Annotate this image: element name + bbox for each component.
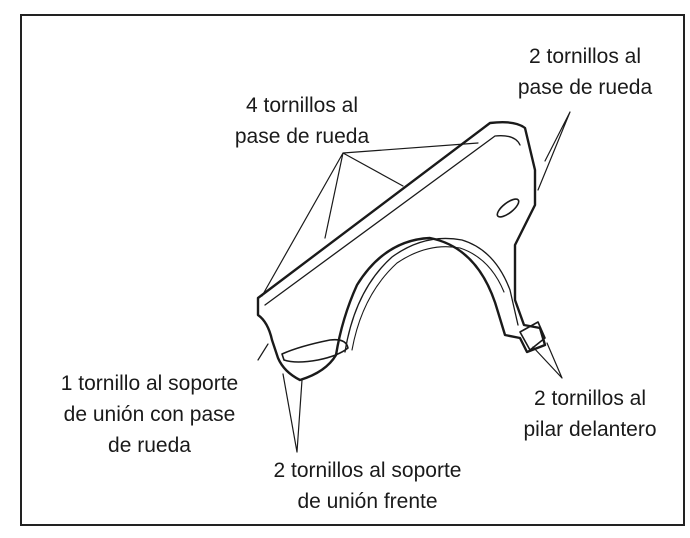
label-bottom-center: 2 tornillos al soporte de unión frente [250, 455, 485, 517]
label-top-right-line1: 2 tornillos al [528, 45, 642, 68]
label-top-right-line2: pase de rueda [517, 76, 653, 99]
leader-bottom-right [532, 342, 563, 379]
wheel-arch-inner-2 [351, 246, 505, 351]
rear-tab [519, 321, 546, 351]
label-bottom-right: 2 tornillos al pilar delantero [510, 383, 670, 445]
label-bottom-right-line2: pilar delantero [523, 418, 657, 441]
front-bracket [281, 338, 349, 363]
leader-top-right [537, 111, 571, 191]
label-left-line1: 1 tornillo al soporte [60, 372, 239, 395]
label-left: 1 tornillo al soporte de unión con pase … [42, 368, 257, 461]
label-left-line2: de unión con pase [63, 403, 236, 426]
label-top-center: 4 tornillos al pase de rueda [212, 90, 392, 152]
fender-outline [256, 120, 547, 382]
fender-crease-upper [264, 135, 521, 306]
leader-bottom-center [282, 373, 303, 453]
diagram-frame [20, 14, 685, 526]
label-top-center-line2: pase de rueda [234, 125, 370, 148]
label-top-right: 2 tornillos al pase de rueda [505, 41, 665, 103]
label-bottom-right-line1: 2 tornillos al [533, 387, 647, 410]
label-left-line3: de rueda [108, 434, 191, 457]
wheel-arch-inner [344, 237, 519, 353]
label-bottom-center-line2: de unión frente [297, 490, 438, 513]
label-top-center-line1: 4 tornillos al [245, 94, 359, 117]
leader-top-center [261, 142, 479, 297]
side-marker [496, 198, 520, 218]
leader-left [257, 343, 269, 361]
label-bottom-center-line1: 2 tornillos al soporte [273, 459, 462, 482]
